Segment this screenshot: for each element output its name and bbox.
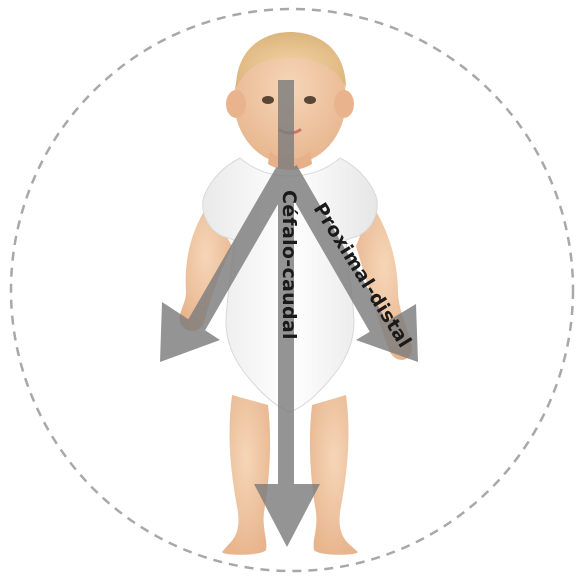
left-ear (226, 90, 246, 118)
left-eye (262, 96, 274, 104)
right-leg (310, 395, 358, 555)
right-ear (334, 90, 354, 118)
right-eye (304, 96, 316, 104)
cephalo-caudal-label: Céfalo-caudal (278, 190, 300, 340)
left-leg (222, 395, 270, 555)
